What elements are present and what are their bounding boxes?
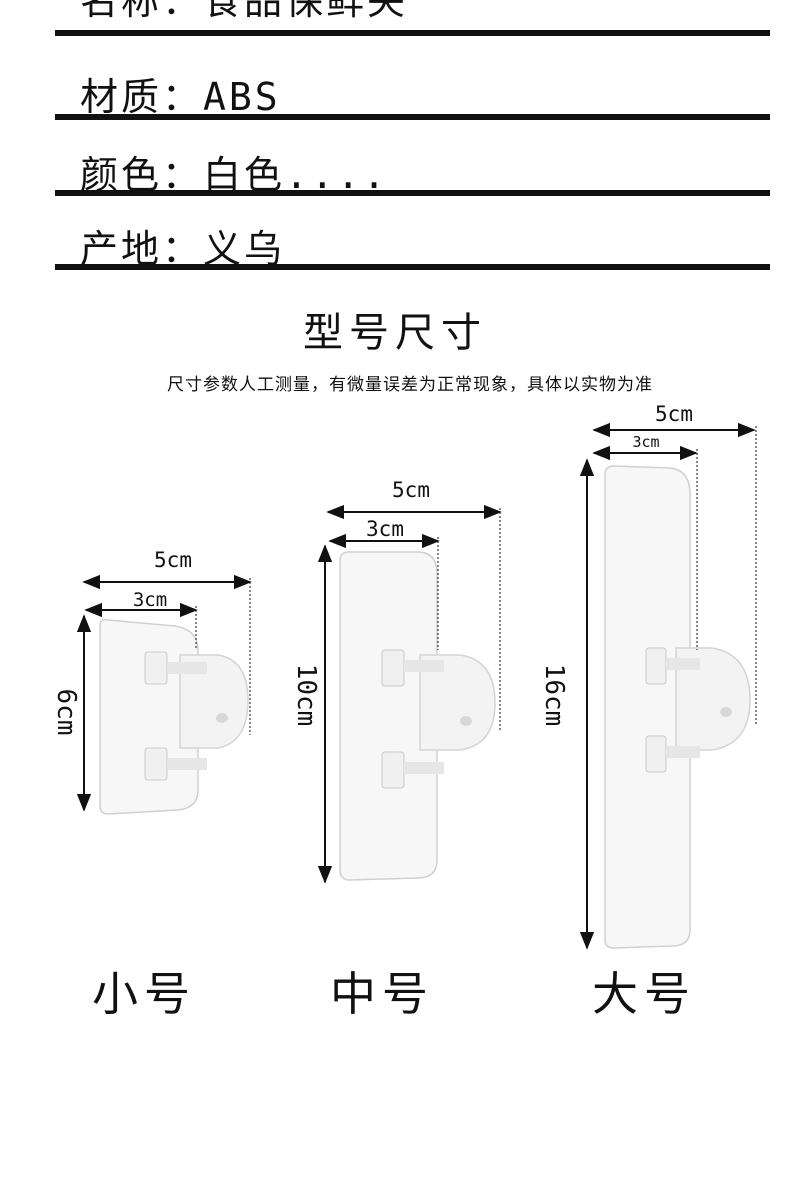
dim-small-width: 5cm <box>154 548 192 572</box>
clip-medium: 5cm 3cm 10cm <box>291 478 502 884</box>
dim-large-width: 5cm <box>655 402 693 426</box>
spec-row-origin: 产地：义乌 <box>55 212 770 271</box>
spec-value: 白色.... <box>203 153 389 197</box>
spec-label: 名称 <box>80 0 163 23</box>
spec-row-name: 名称：食品保鲜夹 <box>55 0 770 36</box>
spec-value: ABS <box>203 75 281 119</box>
section-note: 尺寸参数人工测量，有微量误差为正常现象，具体以实物为准 <box>167 375 653 395</box>
dim-small-inner: 3cm <box>133 589 167 611</box>
dim-medium-height: 10cm <box>291 664 321 727</box>
dim-large-inner: 3cm <box>632 433 659 451</box>
size-label-large: 大号 <box>592 967 696 1021</box>
section-title: 型号尺寸 <box>303 310 487 356</box>
spec-value: 食品保鲜夹 <box>203 0 409 23</box>
spec-row-color: 颜色：白色.... <box>55 140 770 197</box>
dim-large-height: 16cm <box>539 664 569 727</box>
dim-medium-inner: 3cm <box>366 517 404 541</box>
size-label-medium: 中号 <box>330 967 434 1021</box>
size-label-small: 小号 <box>92 967 196 1021</box>
clip-small: 5cm 3cm 6cm <box>51 548 252 815</box>
spec-value: 义乌 <box>203 227 286 271</box>
spec-label: 颜色 <box>80 153 163 197</box>
spec-label: 材质 <box>80 75 163 119</box>
spec-row-material: 材质：ABS <box>55 60 770 120</box>
dim-small-height: 6cm <box>51 689 81 736</box>
spec-label: 产地 <box>80 227 163 271</box>
clip-large: 5cm 3cm 16cm <box>539 402 757 950</box>
dim-medium-width: 5cm <box>392 478 430 502</box>
